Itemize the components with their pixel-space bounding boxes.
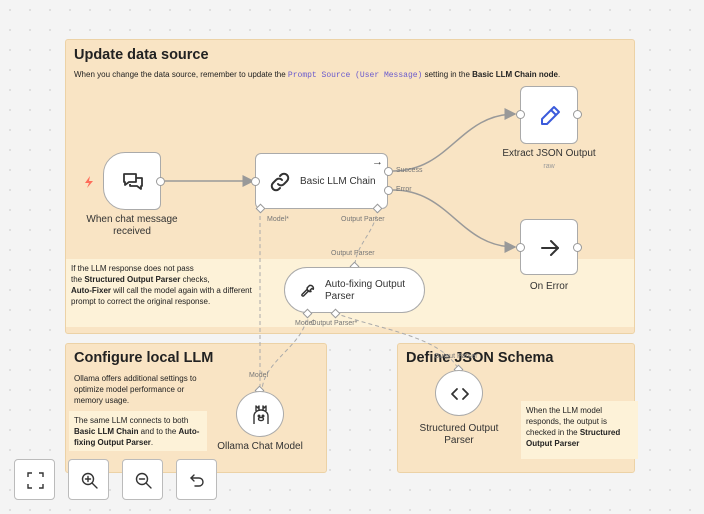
fit-view-button[interactable] (14, 459, 55, 500)
chain-input-handle[interactable] (251, 177, 260, 186)
node-title: Basic LLM Chain (300, 176, 376, 187)
autofix-model-port-label: Model (295, 320, 315, 327)
port-parser-label: Output Parser (341, 216, 385, 223)
sticky-title: Update data source (74, 47, 209, 63)
node-chat-trigger[interactable] (103, 152, 161, 210)
chat-icon (121, 170, 145, 199)
llama-icon (251, 404, 271, 431)
parser-check-note: When the LLM model responds, the output … (521, 401, 638, 459)
chain-success-handle[interactable] (384, 167, 393, 176)
arrow-right-icon (538, 236, 562, 265)
node-on-error[interactable] (520, 219, 578, 275)
sticky-title: Define JSON Schema (406, 350, 554, 366)
node-ollama-chat-model[interactable] (236, 391, 284, 437)
sticky-define-json-schema[interactable]: Define JSON Schema When the LLM model re… (397, 343, 638, 473)
sticky-configure-local-llm[interactable]: Configure local LLM Ollama offers additi… (65, 343, 327, 473)
ollama-label: Ollama Chat Model (217, 441, 303, 452)
undo-button[interactable] (176, 459, 217, 500)
zoom-out-icon (135, 472, 152, 489)
extract-sublabel: raw (543, 163, 555, 170)
zoom-in-icon (81, 472, 98, 489)
node-title: Auto-fixing Output Parser (325, 279, 406, 302)
sticky-text: When you change the data source, remembe… (74, 70, 561, 80)
extract-output-handle[interactable] (573, 110, 582, 119)
onerror-label: On Error (529, 281, 569, 292)
undo-icon (190, 474, 204, 487)
structured-port-label: Output Parser (434, 353, 478, 360)
port-model-label: Model* (267, 216, 289, 223)
arrow-right-small-icon: → (372, 156, 383, 168)
ollama-port-label: Model (249, 372, 269, 379)
node-basic-llm-chain[interactable]: Basic LLM Chain → (255, 153, 388, 209)
extract-input-handle[interactable] (516, 110, 525, 119)
port-error-label: Error (396, 186, 412, 193)
sticky-text: Ollama offers additional settings to opt… (74, 374, 197, 405)
chain-error-handle[interactable] (384, 186, 393, 195)
structured-label: Structured Output Parser (419, 423, 499, 446)
wrench-icon (299, 281, 317, 304)
shared-llm-note: The same LLM connects to both Basic LLM … (69, 411, 207, 451)
link-icon (268, 170, 292, 199)
trigger-label: When chat message received (86, 214, 178, 237)
port-success-label: Success (396, 167, 423, 174)
node-extract-json[interactable] (520, 86, 578, 144)
trigger-bolt-icon (84, 175, 94, 193)
extract-label: Extract JSON Output (502, 148, 596, 159)
fit-view-icon (27, 472, 44, 489)
onerror-input-handle[interactable] (516, 243, 525, 252)
code-icon (450, 384, 470, 409)
node-structured-parser[interactable] (435, 370, 483, 416)
trigger-output-handle[interactable] (156, 177, 165, 186)
autofix-parser-port-label: Output Parser* (311, 320, 358, 327)
sticky-title: Configure local LLM (74, 350, 214, 366)
zoom-in-button[interactable] (68, 459, 109, 500)
pencil-icon (538, 104, 562, 133)
node-autofix-parser[interactable]: Auto-fixing Output Parser (284, 267, 425, 313)
autofix-input-port-label: Output Parser (331, 250, 375, 257)
onerror-output-handle[interactable] (573, 243, 582, 252)
zoom-out-button[interactable] (122, 459, 163, 500)
